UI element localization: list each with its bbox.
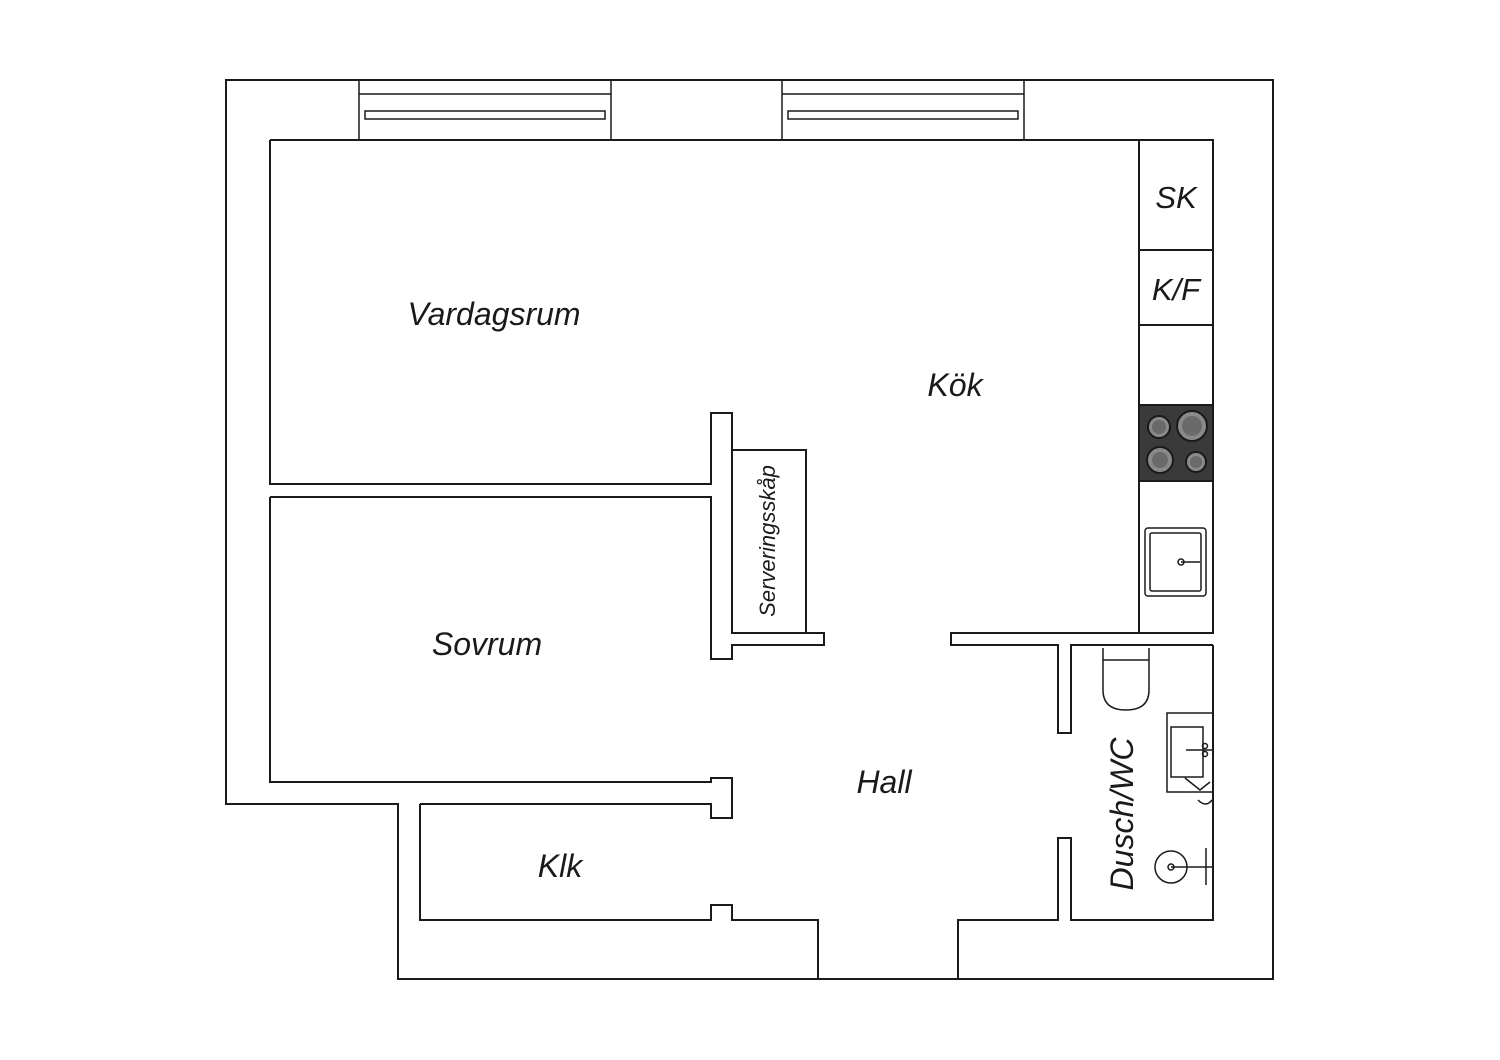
- fixture-label-serving-cabinet: Serveringsskåp: [755, 465, 780, 617]
- room-label-bedroom: Sovrum: [432, 626, 542, 662]
- outer-wall: [225, 79, 1274, 980]
- room-label-closet: Klk: [538, 848, 584, 884]
- room-label-kitchen: Kök: [927, 367, 984, 403]
- toilet-icon: [1102, 648, 1150, 711]
- wall-bedroom: [269, 497, 733, 819]
- sink-icon: [1144, 527, 1207, 597]
- kitchen-counter: [1138, 140, 1213, 633]
- room-label-bathroom: Dusch/WC: [1104, 737, 1140, 891]
- wall-closet: [419, 804, 819, 979]
- fixture-label-kf: K/F: [1152, 272, 1202, 307]
- stove-icon: [1138, 404, 1214, 482]
- serving-cabinet: [731, 449, 807, 634]
- wall-hall-lower: [957, 645, 1214, 979]
- shower-icon: [1154, 848, 1213, 885]
- washbasin-icon: [1166, 712, 1214, 805]
- window-left: [358, 79, 612, 141]
- wall-living-kitchen: [269, 139, 1214, 734]
- window-right: [781, 79, 1025, 141]
- room-label-living: Vardagsrum: [407, 296, 580, 332]
- room-label-hall: Hall: [856, 764, 912, 800]
- fixture-label-sk: SK: [1155, 180, 1198, 215]
